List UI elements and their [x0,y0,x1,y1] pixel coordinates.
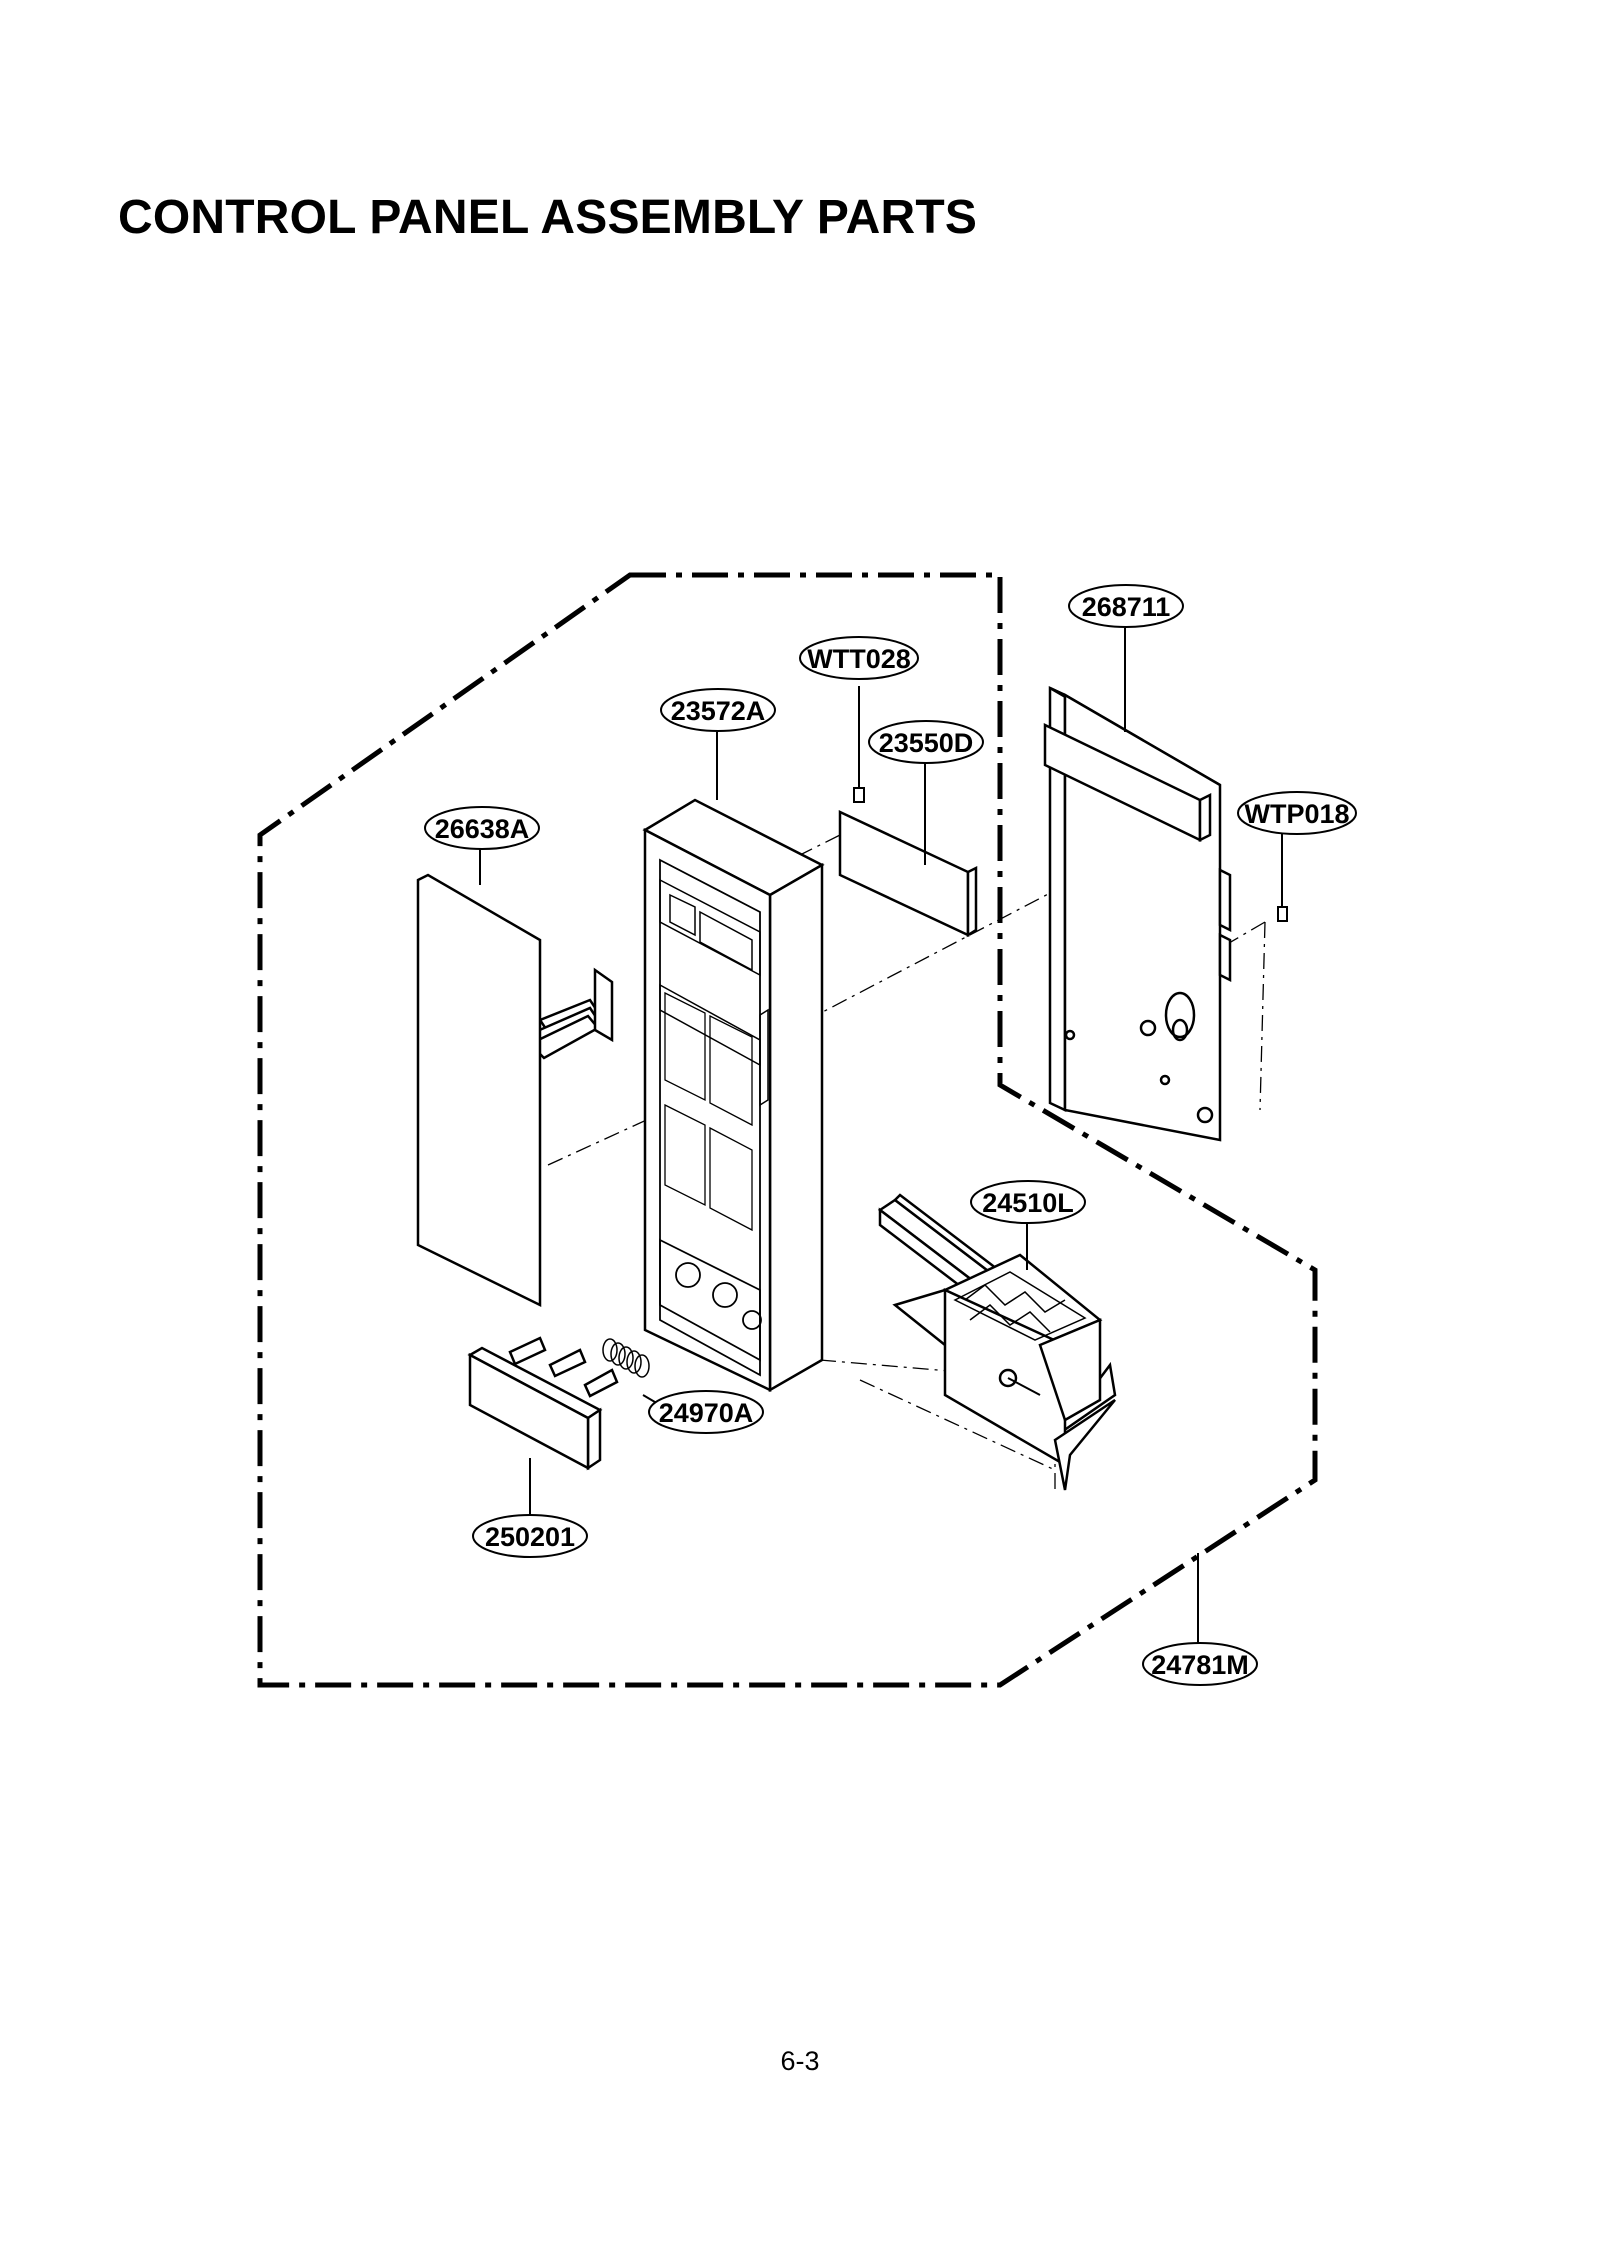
svg-text:268711: 268711 [1082,592,1171,622]
callout-24970A: 24970A [648,1390,764,1434]
latch-lever-24510L [877,1193,1117,1491]
callout-26638A: 26638A [424,806,540,850]
page-number: 6-3 [780,2046,820,2076]
callout-24781M: 24781M [1142,1642,1258,1686]
svg-text:23550D: 23550D [879,728,974,758]
door-button-250201 [467,1336,619,1471]
page-title: CONTROL PANEL ASSEMBLY PARTS [118,191,978,244]
pcb-board-268711 [1043,686,1232,1142]
svg-text:24510L: 24510L [982,1188,1074,1218]
callout-WTT028: WTT028 [799,636,919,680]
callout-23572A: 23572A [660,688,776,732]
svg-text:24970A: 24970A [659,1398,754,1428]
svg-text:23572A: 23572A [671,696,766,726]
assembly-boundary-24781M [257,572,1318,1688]
callout-23550D: 23550D [868,720,984,764]
callout-268711: 268711 [1068,584,1184,628]
svg-text:WTT028: WTT028 [807,644,911,674]
window-sheet-23550D [838,810,978,938]
callout-24510L: 24510L [970,1180,1086,1224]
svg-text:250201: 250201 [485,1522,575,1552]
spring-24970A [602,1338,650,1378]
callout-WTP018: WTP018 [1237,791,1357,835]
membrane-keypad-26638A [416,873,614,1308]
control-panel-frame-23572A [642,798,825,1393]
screw-WTP018 [1277,897,1288,922]
svg-text:24781M: 24781M [1151,1650,1249,1680]
callout-250201: 250201 [472,1514,588,1558]
svg-text:26638A: 26638A [435,814,530,844]
screw-WTT028 [853,776,865,803]
svg-text:WTP018: WTP018 [1244,799,1349,829]
